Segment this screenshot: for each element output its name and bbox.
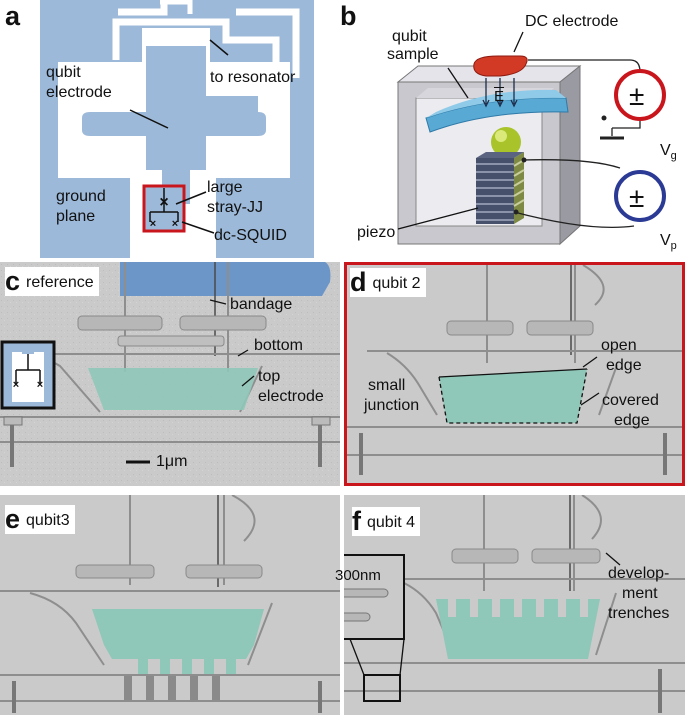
piezo-source-symbol: ±	[629, 182, 645, 213]
label-qubit-sample-2: sample	[387, 46, 439, 63]
panel-c-letter: c	[5, 266, 21, 296]
gate-source-symbol: ±	[629, 80, 645, 111]
panel-d-letter: d	[350, 267, 367, 297]
label-top-electrode-2: electrode	[258, 388, 324, 405]
label-open-edge-2: edge	[606, 357, 642, 374]
label-development-trenches-1: develop-	[608, 565, 670, 582]
panel-f-letter: f	[352, 506, 361, 536]
label-vp: Vp	[660, 232, 677, 253]
label-bandage: bandage	[230, 296, 293, 314]
label-small-junction-1: small	[368, 377, 406, 394]
label-to-resonator: to resonator	[210, 69, 296, 86]
scale-bar-300nm: 300nm	[335, 567, 381, 584]
sem-image-reference: × ×	[0, 262, 340, 486]
label-electric-field: E	[494, 88, 505, 105]
label-large-jj-2: stray-JJ	[207, 199, 263, 216]
sem-image-qubit-2	[344, 262, 685, 486]
label-covered-edge-2: edge	[614, 412, 650, 429]
label-covered-edge-1: covered	[602, 392, 659, 409]
label-ground-plane-2: plane	[56, 208, 96, 225]
label-small-junction-2: junction	[364, 397, 420, 414]
svg-text:×: ×	[172, 218, 178, 230]
svg-text:×: ×	[159, 194, 168, 211]
panel-b-letter: b	[340, 1, 357, 31]
label-large-jj-1: large	[207, 179, 243, 196]
label-ground-plane-1: ground	[56, 188, 106, 205]
svg-text:×: ×	[13, 379, 19, 391]
label-qubit-electrode-1: qubit	[46, 64, 81, 81]
label-development-trenches-3: trenches	[608, 605, 670, 622]
panel-c-title: reference	[26, 274, 94, 291]
label-dc-electrode: DC electrode	[525, 13, 619, 30]
panel-c-tag: c reference	[5, 267, 99, 296]
panel-e-tag: e qubit3	[5, 505, 75, 534]
label-qubit-sample-1: qubit	[392, 28, 427, 45]
panel-d-tag: d qubit 2	[350, 268, 426, 297]
qubit-layout-diagram: × × ×	[40, 0, 314, 258]
panel-f-tag: f qubit 4	[352, 506, 421, 536]
label-dc-squid: dc-SQUID	[214, 227, 287, 244]
label-qubit-electrode-2: electrode	[46, 84, 112, 101]
label-piezo: piezo	[357, 224, 396, 241]
panel-e-letter: e	[5, 504, 21, 534]
panel-d-title: qubit 2	[372, 275, 421, 292]
label-vg: Vg	[660, 142, 677, 163]
panel-e-title: qubit3	[26, 512, 70, 529]
label-development-trenches-2: ment	[622, 585, 658, 602]
svg-text:×: ×	[150, 218, 156, 230]
setup-diagram	[396, 31, 666, 246]
svg-text:×: ×	[37, 379, 43, 391]
panel-f-title: qubit 4	[367, 514, 416, 531]
label-bottom: bottom	[254, 337, 303, 354]
panel-a-letter: a	[5, 1, 21, 31]
label-open-edge-1: open	[601, 337, 637, 354]
scale-bar-1um: 1μm	[156, 453, 188, 470]
label-top-electrode-1: top	[258, 368, 281, 385]
